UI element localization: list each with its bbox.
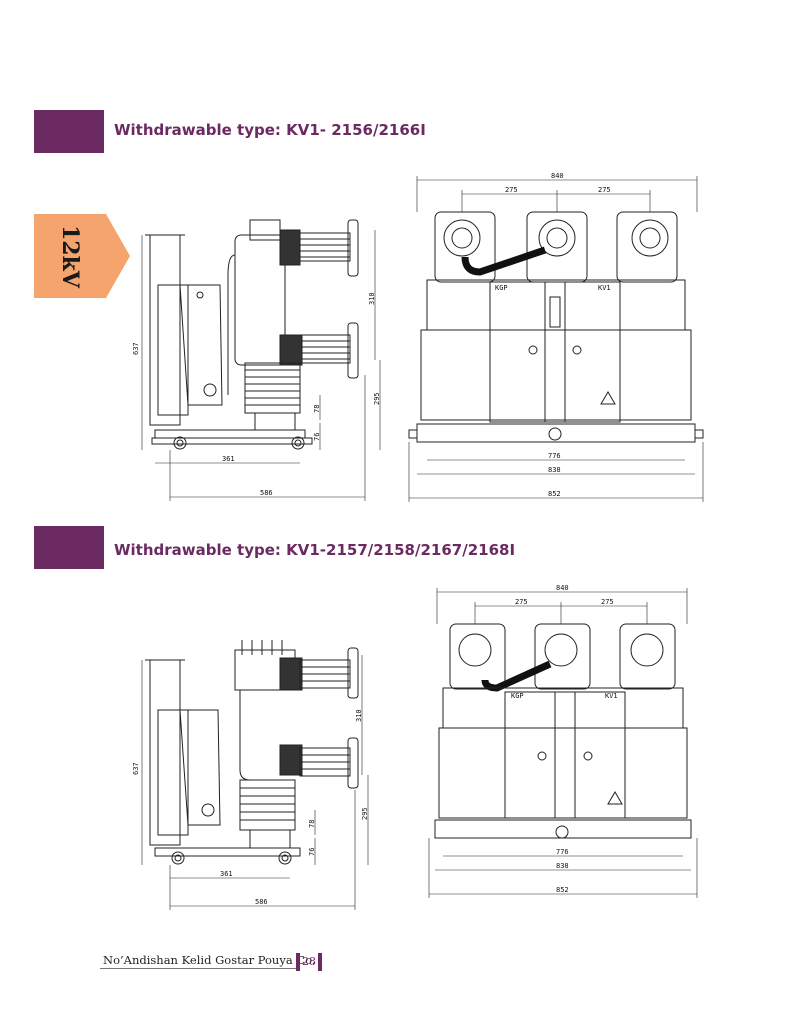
dim-637: 637 — [132, 342, 140, 355]
dim-776: 776 — [548, 452, 561, 460]
dim-586: 586 — [260, 489, 273, 497]
panel-kgp-label: KGP — [495, 284, 508, 292]
panel-kv1-label: KV1 — [598, 284, 611, 292]
section1-title: Withdrawable type: KV1- 2156/2166I — [114, 121, 426, 139]
dim-852-b: 852 — [556, 886, 569, 894]
dim-78: 78 — [313, 405, 321, 413]
dim-275-b-right: 275 — [601, 598, 614, 606]
dim-776-b: 776 — [556, 848, 569, 856]
dim-275-left: 275 — [505, 186, 518, 194]
page-number: 28 — [302, 955, 316, 968]
footer-underline — [100, 968, 298, 969]
side-view-drawing-2: 637 310 295 78 76 361 586 — [132, 640, 369, 910]
dim-838: 838 — [548, 466, 561, 474]
dim-361-b: 361 — [220, 870, 233, 878]
side-view-drawing-1: 637 310 295 78 76 361 586 — [132, 219, 381, 501]
dim-840-b: 840 — [556, 584, 569, 592]
panel-kv1-label-b: KV1 — [605, 692, 618, 700]
dim-310: 310 — [368, 292, 376, 305]
dim-78-b: 78 — [308, 820, 316, 828]
footer-mark-left — [296, 953, 300, 971]
section2-title: Withdrawable type: KV1-2157/2158/2167/21… — [114, 541, 516, 559]
dim-76-b: 76 — [308, 848, 316, 856]
dim-275-b-left: 275 — [515, 598, 528, 606]
dim-295-b: 295 — [361, 807, 369, 820]
front-view-drawing-2: 840 275 275 KGP KV1 776 838 852 — [428, 584, 698, 898]
voltage-tab — [34, 214, 130, 298]
dim-852: 852 — [548, 490, 561, 498]
footer-company: No’Andishan Kelid Gostar Pouya Co. — [103, 953, 316, 967]
footer-mark-right — [318, 953, 322, 971]
dim-361: 361 — [222, 455, 235, 463]
dim-295: 295 — [373, 392, 381, 405]
dim-275-right: 275 — [598, 186, 611, 194]
voltage-tab-label: 12kV — [57, 224, 83, 288]
dim-310-b: 310 — [355, 709, 363, 722]
section2-color-bar — [34, 526, 104, 569]
dim-76: 76 — [313, 433, 321, 441]
dim-637-b: 637 — [132, 762, 140, 775]
front-view-drawing-1: 840 275 275 KGP KV1 776 838 852 — [408, 172, 704, 502]
dim-838-b: 838 — [556, 862, 569, 870]
panel-kgp-label-b: KGP — [511, 692, 524, 700]
dim-840: 840 — [551, 172, 564, 180]
section1-color-bar — [34, 110, 104, 153]
dim-586-b: 586 — [255, 898, 268, 906]
